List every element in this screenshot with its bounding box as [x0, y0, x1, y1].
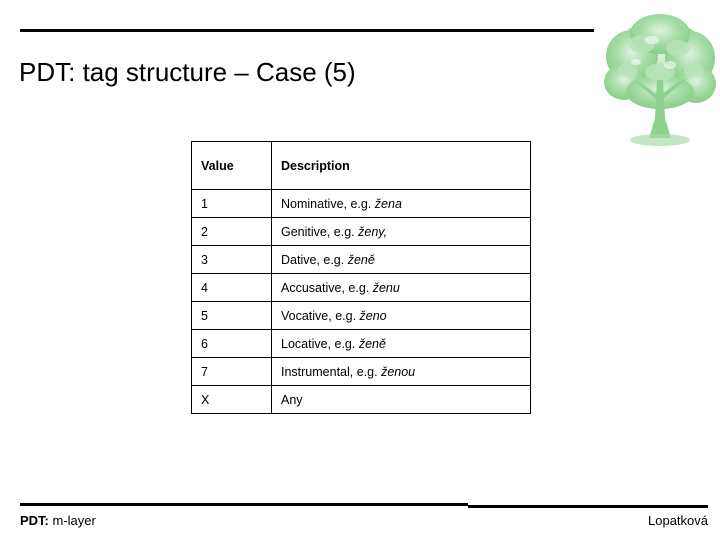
footer-label-left: PDT: m-layer [20, 513, 96, 528]
table-row: 7 Instrumental, e.g. ženou [191, 357, 531, 386]
cell-description: Accusative, e.g. ženu [271, 273, 531, 302]
table-row: 3 Dative, e.g. ženě [191, 245, 531, 274]
cell-description: Instrumental, e.g. ženou [271, 357, 531, 386]
description-text: Instrumental, e.g. [281, 364, 382, 379]
table-row: 5 Vocative, e.g. ženo [191, 301, 531, 330]
description-example: ženy, [358, 224, 388, 239]
cell-value: 3 [191, 245, 272, 274]
column-header-value: Value [191, 141, 272, 190]
footer-divider-right [468, 505, 708, 508]
table-row: 2 Genitive, e.g. ženy, [191, 217, 531, 246]
description-text: Any [281, 392, 303, 407]
cell-description: Any [271, 385, 531, 414]
description-example: ženo [359, 308, 387, 323]
footer-author: Lopatková [648, 513, 708, 528]
cell-description: Genitive, e.g. ženy, [271, 217, 531, 246]
table-body: 1 Nominative, e.g. žena 2 Genitive, e.g.… [191, 189, 531, 414]
table-row: X Any [191, 385, 531, 414]
description-example: ženu [372, 280, 400, 295]
page-title: PDT: tag structure – Case (5) [19, 57, 356, 87]
header-divider [20, 29, 594, 32]
case-value-table: Value Description 1 Nominative, e.g. žen… [191, 141, 531, 414]
table-row: 1 Nominative, e.g. žena [191, 189, 531, 218]
table-row: 4 Accusative, e.g. ženu [191, 273, 531, 302]
cell-description: Vocative, e.g. ženo [271, 301, 531, 330]
description-text: Vocative, e.g. [281, 308, 360, 323]
cell-value: 6 [191, 329, 272, 358]
description-text: Dative, e.g. [281, 252, 348, 267]
column-header-description: Description [271, 141, 531, 190]
table-header-row: Value Description [191, 141, 531, 190]
cell-description: Dative, e.g. ženě [271, 245, 531, 274]
cell-value: 2 [191, 217, 272, 246]
cell-description: Locative, e.g. ženě [271, 329, 531, 358]
description-text: Locative, e.g. [281, 336, 359, 351]
description-text: Accusative, e.g. [281, 280, 373, 295]
table-row: 6 Locative, e.g. ženě [191, 329, 531, 358]
description-example: ženě [358, 336, 386, 351]
cell-description: Nominative, e.g. žena [271, 189, 531, 218]
footer-label-suffix: m-layer [48, 513, 96, 528]
description-text: Genitive, e.g. [281, 224, 359, 239]
tree-icon [602, 10, 718, 148]
footer-label-prefix: PDT: [20, 513, 49, 528]
cell-value: 7 [191, 357, 272, 386]
description-text: Nominative, e.g. [281, 196, 375, 211]
description-example: žena [374, 196, 402, 211]
cell-value: 1 [191, 189, 272, 218]
footer-divider-left [20, 503, 468, 506]
cell-value: X [191, 385, 272, 414]
description-example: ženou [381, 364, 416, 379]
cell-value: 5 [191, 301, 272, 330]
cell-value: 4 [191, 273, 272, 302]
description-example: ženě [347, 252, 375, 267]
